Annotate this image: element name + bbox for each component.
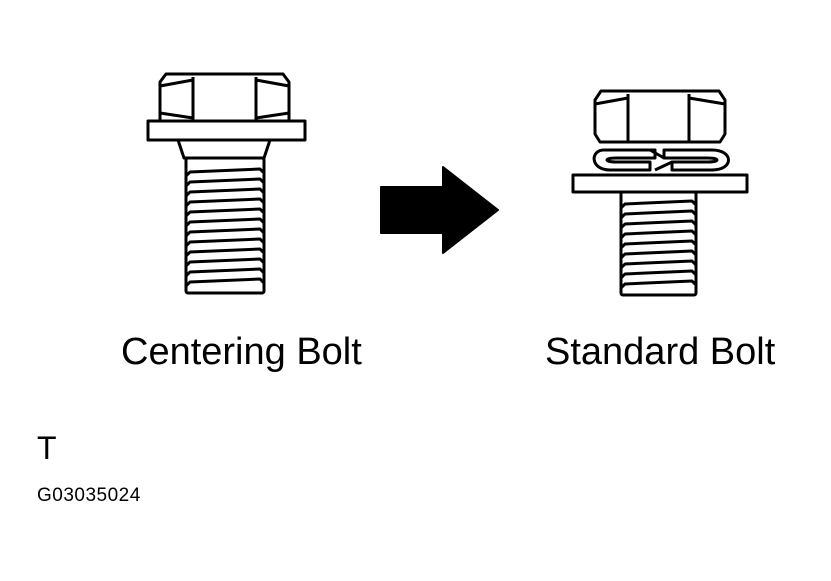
standard-bolt-label: Standard Bolt	[545, 331, 776, 373]
thread-ridge	[184, 207, 266, 218]
bolt-neck	[176, 138, 272, 160]
bolt-threads	[619, 199, 698, 290]
thread-ridge	[619, 279, 698, 290]
marker-label: T	[37, 430, 57, 466]
figure-id: G03035024	[37, 485, 141, 506]
bolt-flange	[146, 119, 307, 142]
centering-bolt-icon	[146, 72, 307, 295]
thread-ridge	[184, 257, 266, 268]
arrow-right-icon	[380, 166, 499, 254]
thread-ridge	[619, 269, 698, 280]
thread-ridge	[184, 227, 266, 238]
spring-washer-icon	[592, 148, 730, 172]
bolt-threads	[184, 167, 266, 288]
thread-ridge	[619, 249, 698, 260]
thread-ridge	[184, 197, 266, 208]
thread-ridge	[184, 237, 266, 248]
thread-ridge	[184, 267, 266, 278]
thread-ridge	[184, 277, 266, 288]
standard-bolt-icon	[571, 89, 749, 297]
thread-ridge	[619, 199, 698, 210]
thread-ridge	[619, 259, 698, 270]
thread-ridge	[619, 229, 698, 240]
thread-ridge	[184, 177, 266, 188]
centering-bolt-label: Centering Bolt	[121, 331, 362, 373]
bolt-head	[593, 89, 727, 144]
thread-ridge	[184, 247, 266, 258]
thread-ridge	[619, 239, 698, 250]
thread-ridge	[184, 167, 266, 178]
thread-ridge	[184, 187, 266, 198]
flat-washer	[571, 173, 749, 194]
thread-ridge	[619, 209, 698, 220]
thread-ridge	[184, 217, 266, 228]
thread-ridge	[619, 219, 698, 230]
